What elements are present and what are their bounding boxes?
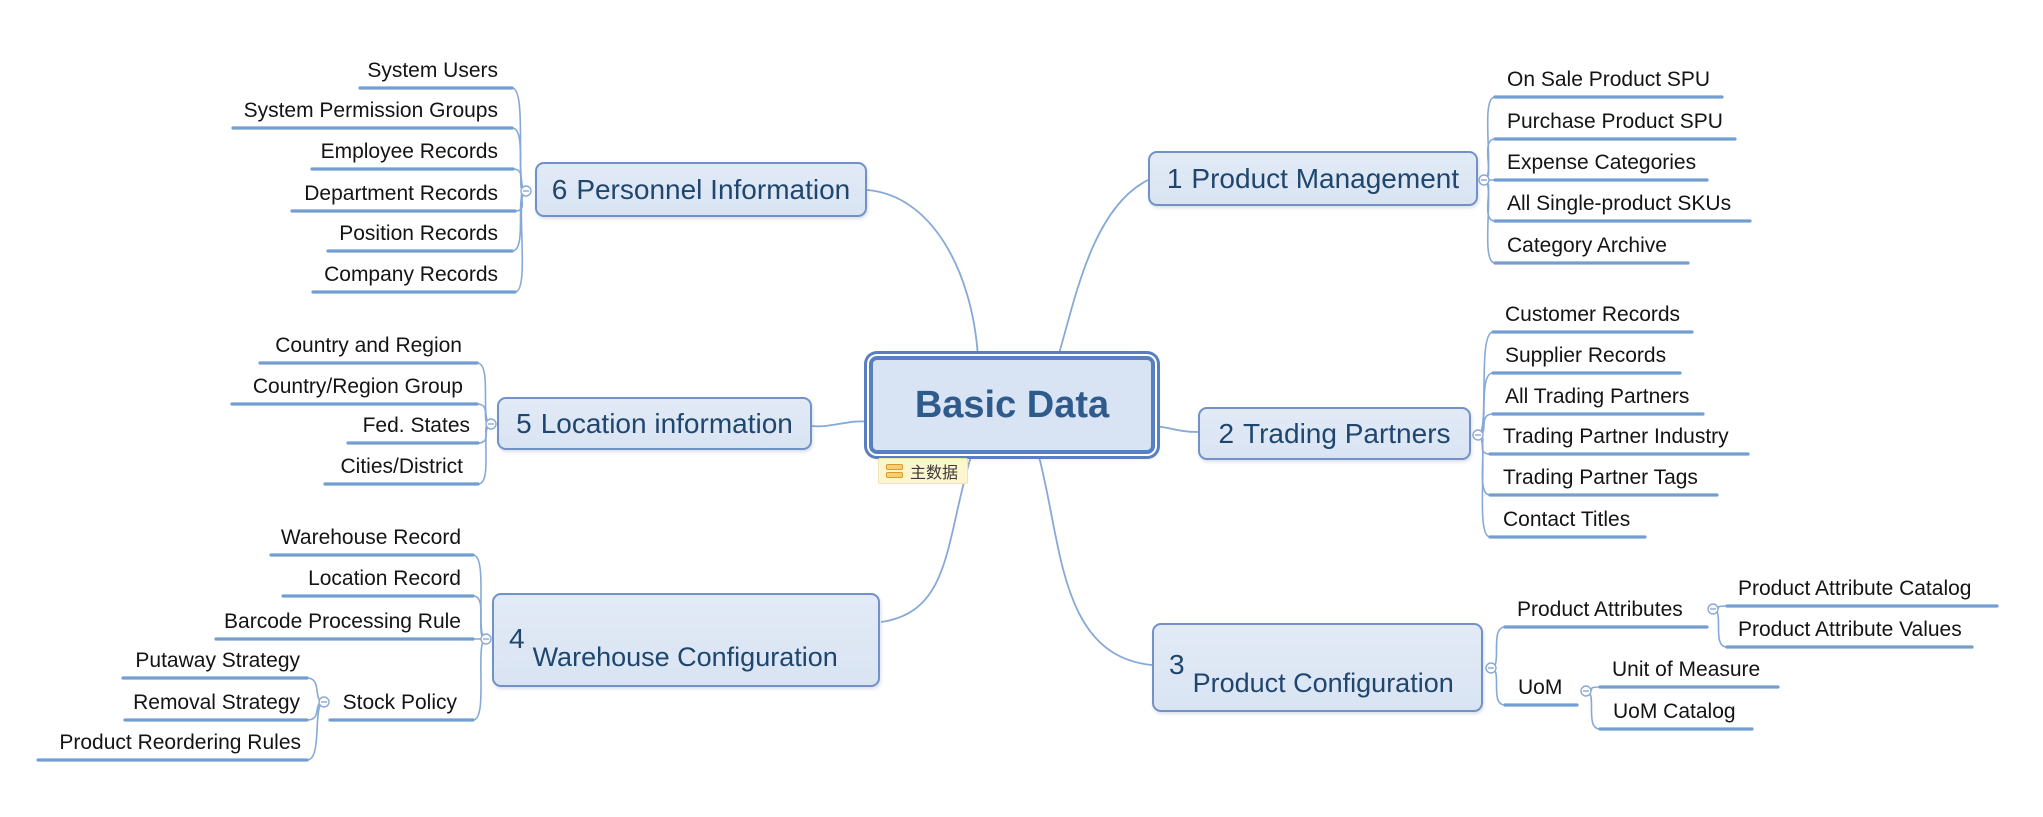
topic-company-records[interactable]: Company Records <box>324 263 498 286</box>
note-label[interactable]: 主数据 <box>878 458 969 484</box>
topic-name: Warehouse Configuration <box>532 642 838 672</box>
topic-name: Product Configuration <box>1192 668 1454 698</box>
label-bars-icon <box>886 464 903 478</box>
topic-product-attribute-catalog[interactable]: Product Attribute Catalog <box>1738 577 1972 600</box>
topic-country-region-group[interactable]: Country/Region Group <box>252 375 463 398</box>
topic-employee-records[interactable]: Employee Records <box>320 140 498 163</box>
collapse-handle-uom <box>1580 685 1592 697</box>
collapse-handle-product-attributes <box>1707 603 1719 615</box>
topic-customer-records[interactable]: Customer Records <box>1505 303 1681 326</box>
note-label-text: 主数据 <box>910 465 959 482</box>
topic-expense-categories[interactable]: Expense Categories <box>1507 151 1697 174</box>
topic-basic-data[interactable]: Basic Data <box>869 356 1155 454</box>
topic-name: Trading Partners <box>1243 417 1451 449</box>
topic-removal-strategy[interactable]: Removal Strategy <box>133 691 300 714</box>
topic-trading-partner-industry[interactable]: Trading Partner Industry <box>1503 425 1729 448</box>
topic-purchase-product-spu[interactable]: Purchase Product SPU <box>1507 110 1723 133</box>
collapse-handle-warehouse-configuration <box>480 633 492 645</box>
topic-supplier-records[interactable]: Supplier Records <box>1505 344 1667 367</box>
collapse-handle-product-configuration <box>1485 662 1497 674</box>
topic-on-sale-product-spu[interactable]: On Sale Product SPU <box>1507 68 1711 91</box>
collapse-handle-personnel-information <box>520 185 532 197</box>
collapse-handle-stock-policy <box>318 696 330 708</box>
topic-unit-of-measure[interactable]: Unit of Measure <box>1612 658 1761 681</box>
topic-name: Product Management <box>1191 162 1460 194</box>
topic-product-configuration[interactable]: 3 Product Configuration <box>1152 623 1483 712</box>
topic-number: 2 <box>1218 417 1235 449</box>
topic-stock-policy[interactable]: Stock Policy <box>342 691 457 714</box>
topic-product-attributes[interactable]: Product Attributes <box>1517 598 1683 621</box>
topic-fed-states[interactable]: Fed. States <box>362 414 470 437</box>
topic-all-trading-partners[interactable]: All Trading Partners <box>1505 385 1690 408</box>
topic-number: 5 <box>516 407 532 439</box>
topic-name: Location information <box>540 407 793 439</box>
topic-trading-partners[interactable]: 2 Trading Partners <box>1198 407 1471 460</box>
topic-putaway-strategy[interactable]: Putaway Strategy <box>135 649 300 672</box>
topic-country-and-region[interactable]: Country and Region <box>275 334 462 357</box>
topic-system-permission-groups[interactable]: System Permission Groups <box>243 99 498 122</box>
topic-uom-catalog[interactable]: UoM Catalog <box>1613 700 1736 723</box>
topic-number: 1 <box>1166 162 1183 194</box>
topic-all-single-product-skus[interactable]: All Single-product SKUs <box>1507 192 1732 215</box>
collapse-handle-location-information <box>485 418 497 430</box>
topic-product-management[interactable]: 1 Product Management <box>1148 151 1478 206</box>
topic-number: 6 <box>551 173 568 205</box>
collapse-handle-trading-partners <box>1472 429 1484 441</box>
topic-barcode-processing-rule[interactable]: Barcode Processing Rule <box>224 610 461 633</box>
topic-location-record[interactable]: Location Record <box>308 567 461 590</box>
topic-location-information[interactable]: 5 Location information <box>497 397 812 450</box>
topic-position-records[interactable]: Position Records <box>339 222 498 245</box>
topic-system-users[interactable]: System Users <box>367 59 498 82</box>
topic-cities-district[interactable]: Cities/District <box>340 455 463 478</box>
topic-category-archive[interactable]: Category Archive <box>1507 234 1667 257</box>
topic-trading-partner-tags[interactable]: Trading Partner Tags <box>1503 466 1698 489</box>
collapse-handle-product-management <box>1478 174 1490 186</box>
topic-uom[interactable]: UoM <box>1518 676 1563 699</box>
topic-name: Personnel Information <box>576 173 851 205</box>
topic-number: 3 <box>1169 649 1185 680</box>
topic-department-records[interactable]: Department Records <box>304 182 498 205</box>
topic-product-attribute-values[interactable]: Product Attribute Values <box>1738 618 1962 641</box>
topic-warehouse-configuration[interactable]: 4 Warehouse Configuration <box>492 593 880 687</box>
topic-personnel-information[interactable]: 6 Personnel Information <box>535 162 867 217</box>
topic-number: 4 <box>509 623 525 654</box>
topic-product-reordering-rules[interactable]: Product Reordering Rules <box>59 731 301 754</box>
topic-warehouse-record[interactable]: Warehouse Record <box>280 526 461 549</box>
topic-contact-titles[interactable]: Contact Titles <box>1503 508 1631 531</box>
